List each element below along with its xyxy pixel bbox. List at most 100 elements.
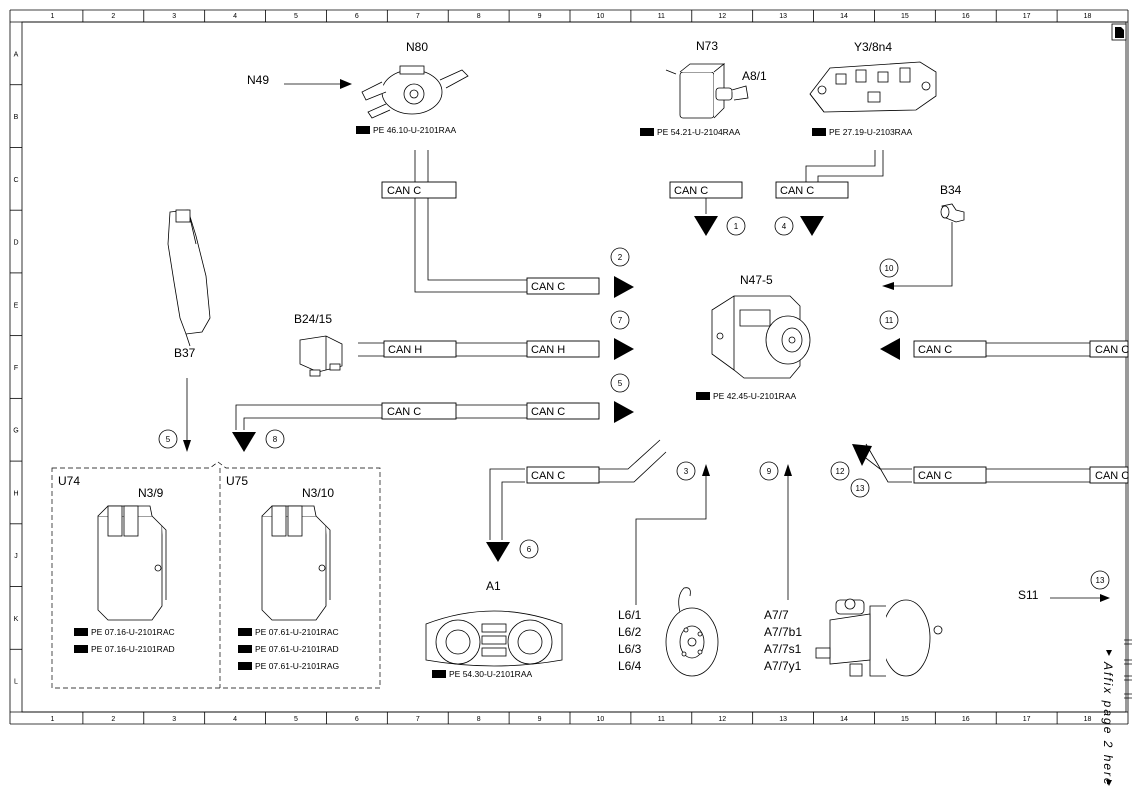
can-c-label: CAN C	[387, 406, 421, 418]
grid-column-label: 12	[718, 716, 726, 723]
label-a8-1: A8/1	[742, 69, 767, 83]
svg-text:5: 5	[618, 379, 623, 388]
ref-u75-3: PE 07.61-U-2101RAG	[255, 661, 339, 671]
grid-column-label: 13	[779, 13, 787, 20]
label-a1: A1	[486, 579, 501, 593]
grid-column-label: 4	[233, 716, 237, 723]
ecu-group-frame	[51, 461, 381, 689]
label-a7-7b1: A7/7b1	[764, 625, 802, 639]
label-n80: N80	[406, 40, 428, 54]
label-n3-9: N3/9	[138, 486, 164, 500]
label-n47-5: N47-5	[740, 273, 773, 287]
can-c-label: CAN C	[387, 185, 421, 197]
label-b34: B34	[940, 183, 962, 197]
ref-u75-1: PE 07.61-U-2101RAC	[255, 627, 339, 637]
grid-column-label: 1	[50, 716, 54, 723]
ref-n73: PE 54.21-U-2104RAA	[657, 127, 740, 137]
reference-labels: PE 46.10-U-2101RAA PE 54.21-U-2104RAA PE…	[91, 125, 912, 679]
label-n73: N73	[696, 39, 718, 53]
svg-text:13: 13	[1096, 576, 1105, 585]
grid-column-label: 5	[294, 13, 298, 20]
grid-column-label: 9	[538, 13, 542, 20]
can-h-label: CAN H	[388, 344, 422, 356]
label-u75: U75	[226, 474, 248, 488]
label-l6-3: L6/3	[618, 642, 642, 656]
n3-9-ecu-icon	[97, 505, 167, 621]
grid-column-label: 11	[658, 13, 665, 20]
can-c-label: CAN C	[918, 344, 952, 356]
label-n3-10: N3/10	[302, 486, 334, 500]
grid-column-label: 18	[1084, 13, 1092, 20]
n47-5-esp-unit-icon	[711, 295, 811, 379]
connector-marker-texts: 1 2 3 4 5 5 6 7 8 9 10 11 12 13 13	[166, 222, 1105, 585]
can-c-label: CAN C	[918, 470, 952, 482]
svg-text:3: 3	[684, 467, 689, 476]
grid-column-label: 6	[355, 13, 359, 20]
grid-column-label: 1	[50, 13, 54, 20]
b34-sensor-icon	[940, 203, 965, 223]
grid-column-label: 9	[538, 716, 542, 723]
n3-10-ecu-icon	[261, 505, 331, 621]
grid-column-label: 8	[477, 716, 481, 723]
label-n49: N49	[247, 73, 269, 87]
b37-pedal-icon	[167, 209, 211, 347]
grid-row-label: H	[13, 490, 18, 497]
grid-column-label: 2	[111, 13, 115, 20]
can-c-label: CAN C	[1095, 470, 1129, 482]
grid-row-label: B	[14, 114, 19, 121]
grid-column-label: 5	[294, 716, 298, 723]
label-a7-7s1: A7/7s1	[764, 642, 802, 656]
svg-text:1: 1	[734, 222, 739, 231]
svg-text:9: 9	[767, 467, 772, 476]
grid-column-label: 10	[597, 716, 605, 723]
label-a7-7y1: A7/7y1	[764, 659, 802, 673]
can-c-label: CAN C	[674, 185, 708, 197]
grid-column-label: 17	[1023, 13, 1031, 20]
svg-text:8: 8	[273, 435, 278, 444]
svg-text:10: 10	[885, 264, 894, 273]
grid-row-label: G	[13, 428, 18, 435]
grid-column-label: 12	[718, 13, 726, 20]
frame	[9, 9, 1129, 725]
label-a7-7: A7/7	[764, 608, 789, 622]
grid-column-label: 16	[962, 716, 970, 723]
ref-n80: PE 46.10-U-2101RAA	[373, 125, 456, 135]
grid-column-label: 16	[962, 13, 970, 20]
grid-column-label: 14	[840, 13, 848, 20]
can-c-label: CAN C	[531, 406, 565, 418]
a1-instrument-cluster-icon	[425, 610, 563, 667]
grid-row-label: L	[14, 679, 18, 686]
a7-7-brake-booster-icon	[815, 598, 943, 677]
grid-column-label: 15	[901, 13, 909, 20]
grid-column-label: 11	[658, 716, 665, 723]
ref-a1: PE 54.30-U-2101RAA	[449, 669, 532, 679]
grid-column-label: 6	[355, 716, 359, 723]
svg-text:5: 5	[166, 435, 171, 444]
bus-arrows	[183, 79, 1110, 602]
can-c-label: CAN C	[1095, 344, 1129, 356]
svg-text:11: 11	[885, 316, 894, 325]
svg-text:13: 13	[856, 484, 865, 493]
page-marker-icon	[1111, 23, 1127, 41]
ref-n47: PE 42.45-U-2101RAA	[713, 391, 796, 401]
component-labels: N80 N49 N73 A8/1 Y3/8n4 B34 N47-5 B24/15…	[58, 39, 1039, 673]
grid-column-label: 14	[840, 716, 848, 723]
l6-brake-disc-icon	[665, 587, 719, 677]
ref-u75-2: PE 07.61-U-2101RAD	[255, 644, 339, 654]
grid-column-label: 2	[111, 716, 115, 723]
grid-row-label: A	[14, 51, 19, 58]
affix-note: Affix page 2 here	[1101, 639, 1132, 787]
n73-ignition-switch-icon	[665, 63, 749, 119]
grid-row-label: E	[14, 302, 19, 309]
ref-u74-2: PE 07.16-U-2101RAD	[91, 644, 175, 654]
grid-column-label: 10	[597, 13, 605, 20]
affix-text: Affix page 2 here	[1101, 661, 1115, 787]
grid-row-label: F	[14, 365, 18, 372]
label-l6-2: L6/2	[618, 625, 642, 639]
can-bus-labels	[381, 181, 1129, 484]
can-c-label: CAN C	[531, 470, 565, 482]
can-bus-texts: CAN C CAN C CAN H CAN H CAN C CAN C CAN …	[387, 185, 1129, 482]
label-l6-4: L6/4	[618, 659, 642, 673]
